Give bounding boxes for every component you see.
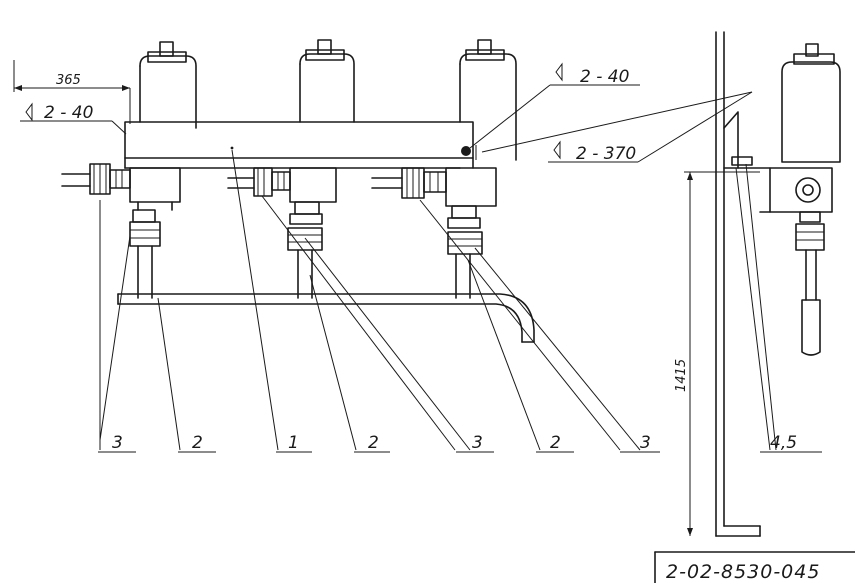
dimension-width: 365 — [13, 60, 131, 124]
valve-body-right — [371, 167, 497, 207]
dimension-height: 1415 — [674, 171, 760, 536]
weld-label-right: 2 - 40 — [580, 67, 629, 87]
weld-label-left: 2 - 40 — [44, 103, 93, 123]
actuator-cylinder-middle — [299, 39, 355, 123]
valve-body-middle — [227, 167, 337, 203]
collector-pipe — [117, 293, 535, 343]
leader-lines — [98, 149, 660, 453]
weld-symbol-left: 2 - 40 — [20, 102, 127, 135]
dimension-height-label: 1415 — [674, 359, 689, 392]
callout-label: 1 — [288, 433, 299, 453]
leader-4-5: 4,5 — [735, 163, 822, 453]
weld-symbol-side: 2 - 370 — [481, 91, 753, 164]
valve-body-side — [759, 167, 833, 213]
actuator-cylinder-side — [781, 43, 841, 163]
weld-label-side: 2 - 370 — [576, 144, 636, 164]
title-block: 2-02-8530-045 — [654, 551, 855, 583]
lower-fitting-side — [795, 211, 825, 356]
support-post — [715, 31, 771, 537]
actuator-cylinder-left — [139, 41, 197, 129]
lower-fitting-middle — [287, 201, 323, 299]
front-view: 365 2 - 40 2 - 40 — [13, 39, 660, 453]
lower-fitting-left — [129, 209, 161, 299]
callout-label: 2 — [368, 433, 379, 453]
callout-label: 3 — [112, 433, 123, 453]
dimension-width-label: 365 — [56, 73, 81, 88]
callout-label: 3 — [472, 433, 483, 453]
valve-body-left — [61, 163, 181, 211]
weld-symbol-right: 2 - 40 — [469, 62, 640, 149]
callout-label: 2 — [192, 433, 203, 453]
side-view: 1415 — [481, 31, 841, 537]
lower-fitting-right — [447, 205, 483, 299]
callout-label: 2 — [550, 433, 561, 453]
actuator-cylinder-right — [459, 39, 517, 161]
callout-label: 3 — [640, 433, 651, 453]
mounting-bar — [124, 121, 474, 169]
drawing-code: 2-02-8530-045 — [666, 561, 820, 583]
callout-label: 4,5 — [770, 433, 797, 453]
